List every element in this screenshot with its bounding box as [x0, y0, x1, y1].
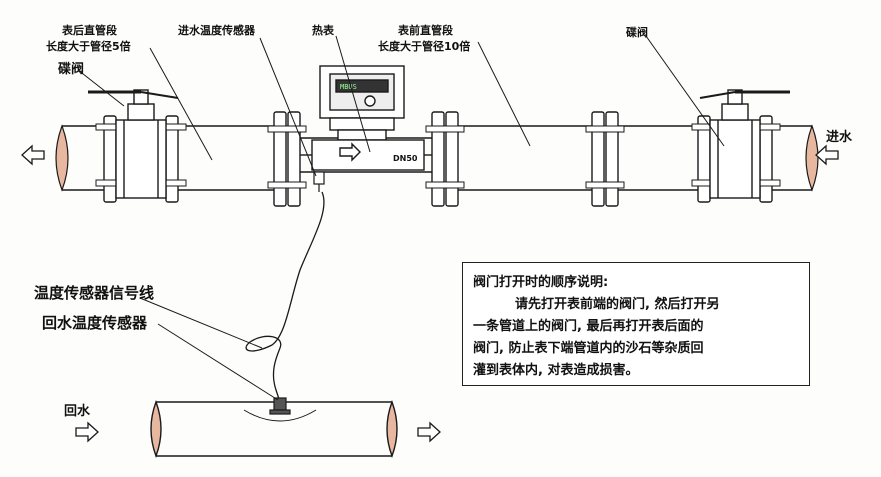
arrow-return-in [75, 421, 99, 443]
front-straight-pipe-label: 表前直管段 [398, 24, 453, 37]
arrow-in-right [815, 144, 839, 166]
butterfly-valve-right [699, 89, 790, 199]
return-water-label: 回水 [64, 404, 91, 419]
return-pipe [150, 399, 398, 459]
arrow-out-left [21, 144, 45, 166]
signal-cable [245, 191, 325, 403]
note-line: 请先打开表前端的阀门, 然后打开另 [515, 297, 720, 312]
pipe-end-left [55, 124, 69, 192]
note-line: 灌到表体内, 对表造成损害。 [473, 363, 639, 378]
rear-straight-pipe-label: 表后直管段 [62, 24, 117, 37]
supply-temp-sensor-label: 进水温度传感器 [178, 24, 255, 37]
signal-cable-label: 温度传感器信号线 [34, 284, 155, 302]
supply-temp-sensor [313, 171, 325, 192]
return-temp-sensor-label: 回水温度传感器 [42, 314, 148, 332]
front-length-note: 长度大于管径10倍 [378, 40, 471, 53]
rear-length-note: 长度大于管径5倍 [46, 40, 131, 53]
butterfly-valve-right-label: 碟阀 [626, 26, 648, 39]
meter-body-text: DN50 [393, 154, 418, 163]
butterfly-valve-left [88, 89, 179, 199]
water-in-label: 进水 [826, 130, 853, 145]
valve-opening-note: 阀门打开时的顺序说明: 请先打开表前端的阀门, 然后打开另 一条管道上的阀门, … [462, 262, 810, 386]
butterfly-valve-left-label: 碟阀 [58, 62, 85, 77]
note-line: 一条管道上的阀门, 最后再打开表后面的 [473, 319, 704, 334]
arrow-return-out [417, 421, 441, 443]
meter-display-text: MBUS [340, 83, 357, 91]
heat-meter-label: 热表 [312, 24, 334, 37]
note-title: 阀门打开时的顺序说明: [473, 275, 609, 290]
return-temp-sensor [269, 397, 291, 415]
note-line: 阀门, 防止表下端管道内的沙石等杂质回 [473, 341, 704, 356]
pipe-end-right [805, 124, 819, 192]
